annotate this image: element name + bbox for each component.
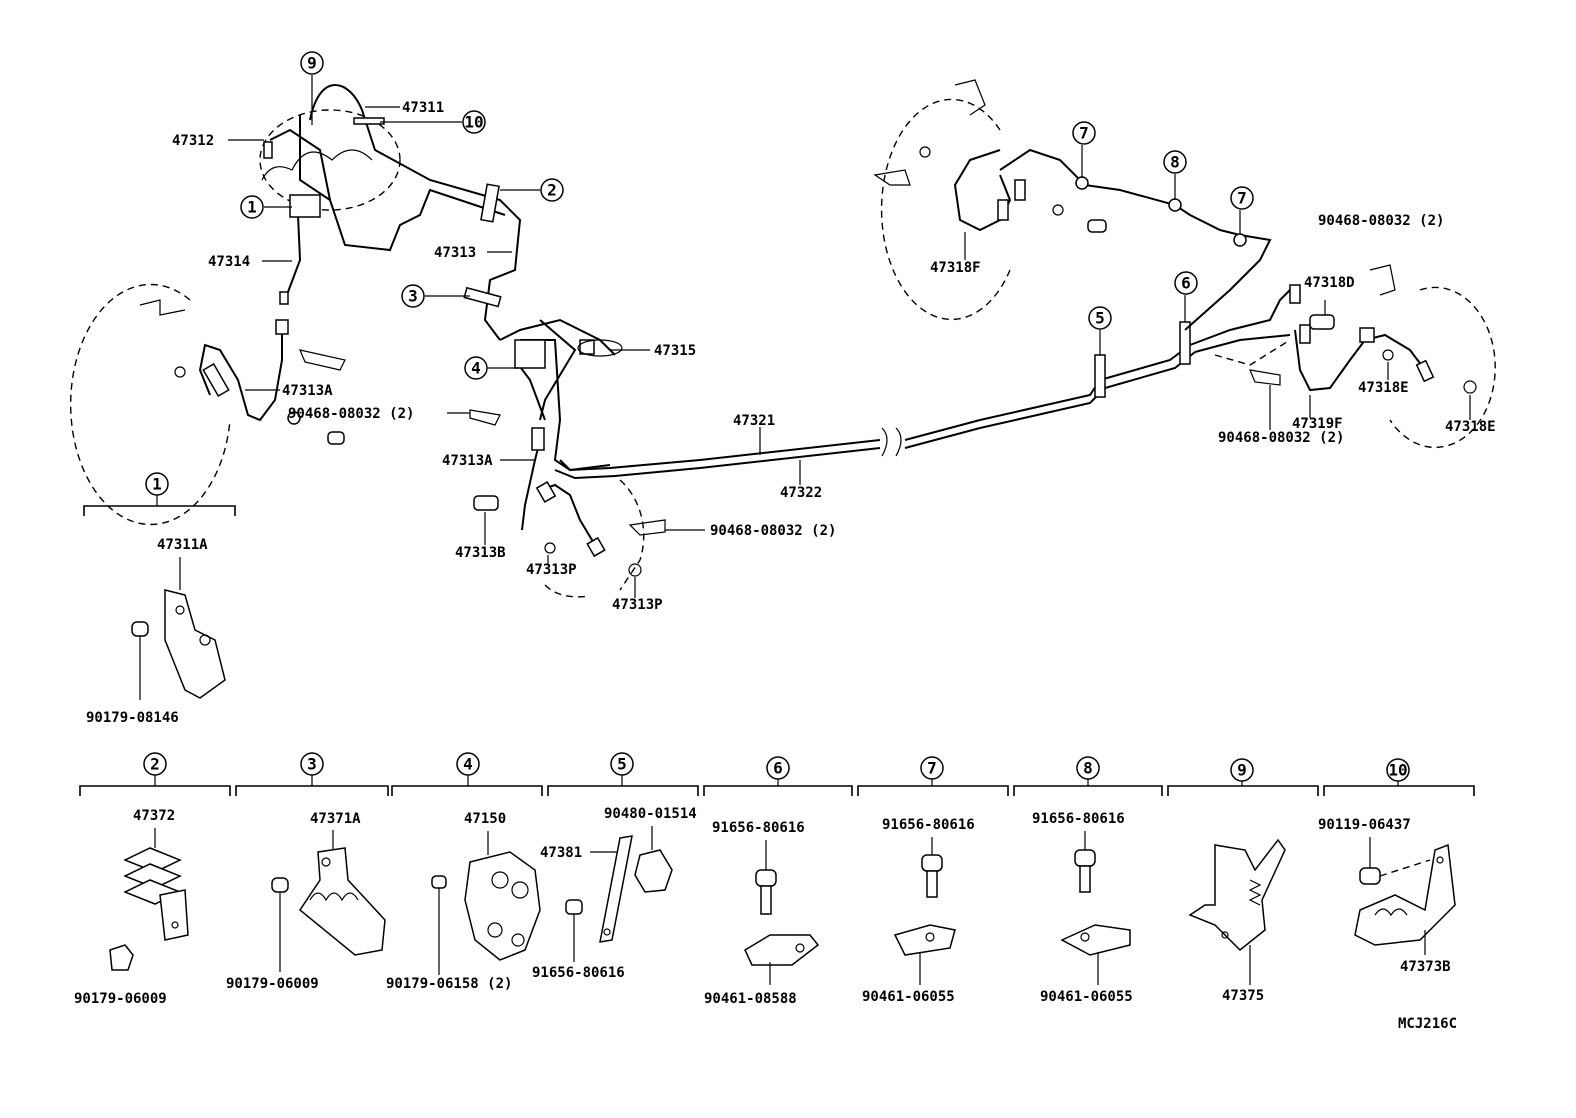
label-47313B: 47313B bbox=[455, 545, 506, 561]
upper-labels: 47311 47312 47313 47314 47313A 47315 904… bbox=[172, 100, 1496, 613]
svg-text:2: 2 bbox=[150, 755, 160, 774]
svg-text:9: 9 bbox=[307, 54, 317, 73]
svg-text:1: 1 bbox=[152, 475, 162, 494]
label-90468-d: 90468-08032 (2) bbox=[1218, 430, 1344, 446]
label-47313: 47313 bbox=[434, 245, 476, 261]
part-90461-08588: 90461-08588 bbox=[704, 991, 797, 1007]
part-47375: 47375 bbox=[1222, 988, 1264, 1004]
svg-text:1: 1 bbox=[247, 198, 257, 217]
label-90468-a: 90468-08032 (2) bbox=[288, 406, 414, 422]
label-47318F: 47318F bbox=[930, 260, 981, 276]
callout-9-top: 9 bbox=[300, 51, 324, 75]
label-47318D: 47318D bbox=[1304, 275, 1355, 291]
svg-text:7: 7 bbox=[1079, 124, 1089, 143]
svg-text:7: 7 bbox=[927, 759, 937, 778]
part-90179-08146: 90179-08146 bbox=[86, 710, 179, 726]
label-47312: 47312 bbox=[172, 133, 214, 149]
detail-group-4: 4 47150 90179-06158 (2) bbox=[386, 752, 541, 992]
label-47318E-b: 47318E bbox=[1445, 419, 1496, 435]
callout-3-top: 3 bbox=[401, 284, 425, 308]
label-47313P-b: 47313P bbox=[612, 597, 663, 613]
detail-group-3: 3 47371A 90179-06009 bbox=[226, 752, 386, 992]
detail-group-9: 9 47375 bbox=[1188, 758, 1286, 1004]
callout-8-top: 8 bbox=[1163, 150, 1187, 174]
svg-text:3: 3 bbox=[307, 755, 317, 774]
part-91656-80616-b: 91656-80616 bbox=[712, 820, 805, 836]
label-47321: 47321 bbox=[733, 413, 775, 429]
part-90119-06437: 90119-06437 bbox=[1318, 817, 1411, 833]
svg-text:5: 5 bbox=[1095, 309, 1105, 328]
svg-text:2: 2 bbox=[547, 181, 557, 200]
part-47373B: 47373B bbox=[1400, 959, 1451, 975]
detail-group-1: 1 47311A 90179-08146 bbox=[83, 472, 236, 726]
detail-row-brackets bbox=[79, 785, 1475, 796]
part-90179-06158: 90179-06158 (2) bbox=[386, 976, 512, 992]
svg-text:4: 4 bbox=[471, 359, 481, 378]
callout-7-top-b: 7 bbox=[1230, 186, 1254, 210]
junction-block bbox=[499, 318, 623, 472]
label-47311: 47311 bbox=[402, 100, 444, 116]
callout-5-top: 5 bbox=[1088, 306, 1112, 330]
label-90468-c: 90468-08032 (2) bbox=[1318, 213, 1444, 229]
label-47313A-left: 47313A bbox=[282, 383, 333, 399]
label-47315: 47315 bbox=[654, 343, 696, 359]
svg-text:8: 8 bbox=[1170, 153, 1180, 172]
callout-10-top: 10 bbox=[462, 110, 486, 134]
label-47314: 47314 bbox=[208, 254, 250, 270]
label-47322: 47322 bbox=[780, 485, 822, 501]
part-47381: 47381 bbox=[540, 845, 582, 861]
part-47371A: 47371A bbox=[310, 811, 361, 827]
rear-right-wheel bbox=[1214, 264, 1496, 449]
part-91656-80616-a: 91656-80616 bbox=[532, 965, 625, 981]
callout-7-top-a: 7 bbox=[1072, 121, 1096, 145]
svg-text:5: 5 bbox=[617, 755, 627, 774]
callout-1-top: 1 bbox=[240, 195, 264, 219]
callout-6-top: 6 bbox=[1174, 271, 1198, 295]
label-47318E-a: 47318E bbox=[1358, 380, 1409, 396]
svg-text:8: 8 bbox=[1083, 759, 1093, 778]
detail-group-6: 6 91656-80616 90461-08588 bbox=[704, 756, 820, 1007]
center-hose bbox=[473, 427, 666, 598]
left-front-hose bbox=[70, 283, 501, 526]
rear-brake-pipes bbox=[554, 148, 1291, 480]
svg-text:9: 9 bbox=[1237, 761, 1247, 780]
rear-left-wheel bbox=[873, 79, 1107, 321]
label-47313P-a: 47313P bbox=[526, 562, 577, 578]
part-90480-01514: 90480-01514 bbox=[604, 806, 697, 822]
part-47150: 47150 bbox=[464, 811, 506, 827]
master-cylinder-area bbox=[259, 84, 522, 341]
svg-text:7: 7 bbox=[1237, 189, 1247, 208]
detail-group-7: 7 91656-80616 90461-06055 bbox=[862, 756, 975, 1005]
label-47319F: 47319F bbox=[1292, 416, 1343, 432]
svg-text:6: 6 bbox=[773, 759, 783, 778]
callout-4-top: 4 bbox=[464, 356, 488, 380]
part-47372: 47372 bbox=[133, 808, 175, 824]
detail-group-5: 5 90480-01514 47381 91656-80616 bbox=[532, 752, 697, 981]
part-91656-80616-d: 91656-80616 bbox=[1032, 811, 1125, 827]
svg-text:4: 4 bbox=[463, 755, 473, 774]
part-90461-06055-b: 90461-06055 bbox=[1040, 989, 1133, 1005]
svg-text:10: 10 bbox=[1388, 761, 1407, 780]
leader-lines bbox=[228, 75, 1471, 598]
detail-group-10: 10 90119-06437 47373B bbox=[1318, 758, 1456, 975]
callout-2-top: 2 bbox=[540, 178, 564, 202]
part-90179-06009-b: 90179-06009 bbox=[226, 976, 319, 992]
svg-text:3: 3 bbox=[408, 287, 418, 306]
svg-text:6: 6 bbox=[1181, 274, 1191, 293]
part-90461-06055-a: 90461-06055 bbox=[862, 989, 955, 1005]
upper-callouts: 9 10 2 1 3 4 7 8 7 6 5 bbox=[240, 51, 1254, 380]
svg-text:10: 10 bbox=[464, 113, 483, 132]
diagram-code: MCJ216C bbox=[1398, 1016, 1457, 1032]
detail-group-8: 8 91656-80616 90461-06055 bbox=[1032, 756, 1133, 1005]
part-47311A: 47311A bbox=[157, 537, 208, 553]
part-90179-06009-a: 90179-06009 bbox=[74, 991, 167, 1007]
part-91656-80616-c: 91656-80616 bbox=[882, 817, 975, 833]
detail-group-2: 2 47372 90179-06009 bbox=[74, 752, 189, 1007]
label-90468-b: 90468-08032 (2) bbox=[710, 523, 836, 539]
label-47313A-mid: 47313A bbox=[442, 453, 493, 469]
